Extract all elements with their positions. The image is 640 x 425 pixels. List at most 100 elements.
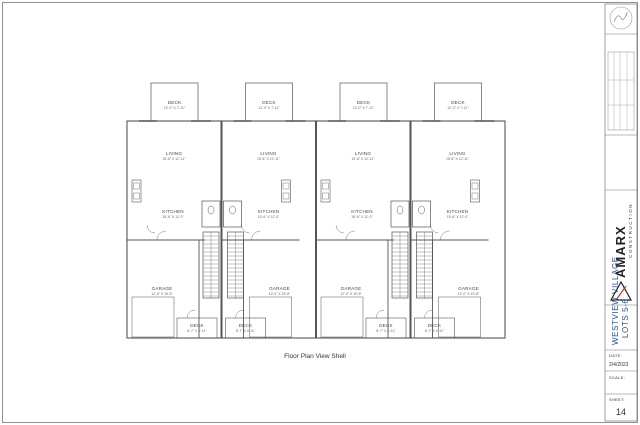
kitchen-label: KITCHEN: [162, 209, 184, 214]
living-label: LIVING: [449, 151, 465, 156]
kitchen-counter: [320, 179, 331, 203]
door-swing: [430, 224, 439, 234]
door-swing: [241, 224, 250, 234]
living-label: LIVING: [355, 151, 371, 156]
door-swing: [146, 224, 156, 234]
kitchen-dim: 15'-6" X 12'-0": [351, 215, 373, 219]
bathroom: [201, 200, 221, 228]
project-name: WESTVIEW VILLAGE: [611, 256, 620, 345]
garage-dim: 12'-0" X 19'-8": [340, 292, 362, 296]
front-deck: [225, 317, 266, 339]
date-value: 2/4/2023: [609, 362, 629, 368]
living-dim: 15'-6" X 12'-11": [162, 157, 186, 161]
garage-label: GARAGE: [152, 286, 173, 291]
living-dim: 15'-6" X 12'-11": [351, 157, 375, 161]
garage-label: GARAGE: [269, 286, 290, 291]
door-swing: [235, 309, 244, 319]
staircase: [416, 231, 433, 299]
rear-deck: [434, 82, 482, 122]
door-swing: [440, 230, 450, 241]
staircase: [202, 231, 220, 299]
front-deck-dim: 8'-7" X 4'-11": [187, 329, 207, 333]
rear-deck-label: DECK: [168, 100, 182, 105]
sink-icon: [471, 192, 479, 200]
front-deck-dim: 8'-7" X 4'-11": [376, 329, 396, 333]
rear-deck: [245, 82, 293, 122]
rear-deck: [150, 82, 199, 122]
door-swing: [186, 309, 196, 319]
rear-deck-label: DECK: [262, 100, 276, 105]
rear-deck-label: DECK: [451, 100, 465, 105]
signature-mark: [613, 11, 628, 23]
garage-door: [249, 296, 292, 338]
garage-dim: 12'-0" X 19'-8": [269, 292, 291, 296]
garage-dim: 12'-0" X 19'-8": [151, 292, 173, 296]
kitchen-label: KITCHEN: [351, 209, 373, 214]
rear-deck-dim: 12'-0" X 7'-11": [258, 106, 280, 110]
garage-door: [438, 296, 481, 338]
staircase: [227, 231, 244, 299]
kitchen-dim: 15'-6" X 12'-0": [447, 215, 469, 219]
revision-table: [607, 51, 635, 131]
stove-icon: [133, 182, 140, 190]
front-deck: [176, 317, 218, 339]
title-block: AMARX CONSTRUCTION WESTVIEW VILLAGE LOTS…: [604, 3, 638, 422]
door-swing: [335, 224, 345, 234]
front-deck-label: DECK: [428, 323, 442, 328]
rear-deck-dim: 12'-0" X 7'-11": [164, 106, 186, 110]
sheet-label: SHEET:: [609, 397, 625, 402]
rear-deck-dim: 12'-0" X 7'-11": [447, 106, 469, 110]
door-swing: [345, 230, 356, 241]
kitchen-dim: 15'-6" X 12'-0": [162, 215, 184, 219]
bathroom: [223, 200, 242, 228]
door-swing: [251, 230, 261, 241]
amarx-logo-icon: [609, 280, 633, 301]
kitchen-counter: [470, 179, 480, 203]
kitchen-label: KITCHEN: [447, 209, 469, 214]
front-deck-dim: 8'-7" X 4'-11": [236, 329, 256, 333]
living-label: LIVING: [260, 151, 276, 156]
garage-label: GARAGE: [458, 286, 479, 291]
front-deck-label: DECK: [379, 323, 393, 328]
garage-label: GARAGE: [341, 286, 362, 291]
drawing-caption: Floor Plan View Shell: [284, 353, 346, 360]
sheet-number: 14: [616, 407, 626, 417]
garage-door: [131, 296, 175, 338]
garage-door: [320, 296, 364, 338]
door-swing: [375, 309, 385, 319]
door-swing: [156, 230, 167, 241]
rear-deck-label: DECK: [357, 100, 371, 105]
living-label: LIVING: [166, 151, 182, 156]
brand-logo: AMARX CONSTRUCTION: [609, 203, 633, 301]
brand-subtitle: CONSTRUCTION: [628, 203, 633, 258]
front-deck-label: DECK: [190, 323, 204, 328]
front-deck-dim: 8'-7" X 4'-11": [425, 329, 445, 333]
brand-name: AMARX: [613, 225, 628, 278]
rear-deck: [339, 82, 388, 122]
signature-seal-icon: [609, 6, 633, 30]
bathroom: [390, 200, 410, 228]
toilet-icon: [396, 205, 404, 215]
kitchen-dim: 15'-6" X 12'-0": [258, 215, 280, 219]
stove-icon: [322, 182, 329, 190]
kitchen-counter: [131, 179, 142, 203]
stove-icon: [471, 182, 479, 190]
front-deck: [365, 317, 407, 339]
toilet-icon: [229, 205, 236, 215]
toilet-icon: [207, 205, 215, 215]
toilet-icon: [418, 205, 425, 215]
date-label: DATE:: [609, 353, 622, 358]
rear-deck-dim: 12'-0" X 7'-11": [353, 106, 375, 110]
living-dim: 15'-6" X 12'-11": [257, 157, 281, 161]
staircase: [391, 231, 409, 299]
front-deck: [414, 317, 455, 339]
stove-icon: [282, 182, 290, 190]
kitchen-label: KITCHEN: [258, 209, 280, 214]
